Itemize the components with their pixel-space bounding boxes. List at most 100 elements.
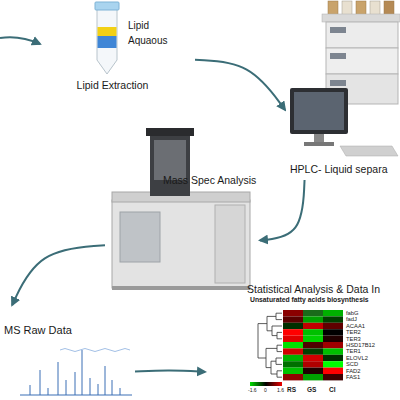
heatmap-cell <box>283 316 303 322</box>
heatmap-cell <box>283 336 303 342</box>
gene-label: TER1 <box>346 348 361 354</box>
heatmap-cell <box>283 355 303 361</box>
step-caption: MS Raw Data <box>4 324 72 337</box>
step-caption: Lipid Extraction <box>65 79 160 92</box>
heatmap-cell <box>303 374 323 380</box>
flow-arrow <box>135 371 205 372</box>
sample-label: GS <box>307 386 316 394</box>
heatmap-cell <box>283 342 303 348</box>
process-step: Mass Spec Analysis <box>105 130 260 290</box>
heatmap-cell <box>303 310 323 316</box>
flow-arrow <box>12 245 105 305</box>
heatmap-cell <box>283 323 303 329</box>
heatmap-cell <box>303 355 323 361</box>
spectrum-peaks <box>30 350 120 395</box>
module-display <box>330 53 346 59</box>
heatmap-cell <box>303 368 323 374</box>
module-display <box>330 27 346 33</box>
heatmap-cell <box>323 342 343 348</box>
gene-label: HSD17B12 <box>346 342 375 348</box>
heatmap-cell <box>323 323 343 329</box>
flow-arrow <box>260 180 305 240</box>
scale-value: 0 <box>264 387 267 393</box>
heatmap-cell <box>323 374 343 380</box>
heatmap-cell <box>323 316 343 322</box>
tube-cap <box>95 2 119 10</box>
lipid-layer <box>98 27 117 36</box>
heatmap-cell <box>283 374 303 380</box>
heatmap-cell <box>323 336 343 342</box>
aqueous-layer <box>98 36 117 48</box>
gene-label: ELOVL2 <box>346 355 368 361</box>
hplc-module <box>326 22 398 48</box>
solvent-bottle <box>342 1 352 15</box>
color-scale-bar <box>250 382 282 386</box>
incoming-arrow <box>0 37 40 44</box>
flow-arrow <box>195 60 285 110</box>
step-caption: HPLC- Liquid separa <box>290 163 387 176</box>
solvent-bottle <box>356 1 366 15</box>
heatmap-cell <box>303 329 323 335</box>
monitor-stand <box>314 134 324 142</box>
heatmap-cell <box>283 310 303 316</box>
solvent-bottle <box>328 1 338 15</box>
gene-label: SCD <box>346 361 358 367</box>
ms-window <box>120 212 160 262</box>
autosampler-tower <box>150 132 190 196</box>
gene-label: fabG <box>346 310 359 316</box>
sample-label: CI <box>329 386 336 394</box>
sample-label: RS <box>287 386 296 394</box>
gene-label: ACAA1 <box>346 323 365 329</box>
spectrum-axis <box>20 395 132 396</box>
heatmap-cell <box>323 361 343 367</box>
process-step: MS Raw Data <box>0 305 135 400</box>
layer-label: Lipid <box>128 20 149 32</box>
hplc-module <box>326 48 398 74</box>
dendrogram <box>258 313 282 377</box>
ms-body <box>112 200 250 288</box>
ms-base <box>112 286 250 290</box>
heatmap-cell <box>283 348 303 354</box>
module-display <box>330 80 346 86</box>
solvent-bottle <box>370 1 380 15</box>
heatmap-cell <box>303 323 323 329</box>
heatmap-cell <box>303 336 323 342</box>
monitor-bezel <box>290 88 348 134</box>
scale-value: 1.6 <box>277 387 284 393</box>
tube-body <box>97 9 117 74</box>
heatmap-cell <box>323 355 343 361</box>
keyboard <box>340 146 398 156</box>
autosampler-cap <box>146 128 194 136</box>
heatmap-cell <box>283 361 303 367</box>
gene-label: FAS1 <box>346 374 360 380</box>
monitor-screen <box>294 92 344 130</box>
heatmap-title: Unsaturated fatty acids biosynthesis <box>250 296 369 304</box>
process-step: Lipid Extraction <box>65 0 195 95</box>
layer-label: Aquaous <box>128 35 167 47</box>
heatmap-cell <box>303 348 323 354</box>
heatmap-cell <box>303 342 323 348</box>
solvent-bottle <box>384 1 394 15</box>
heatmap-cell <box>283 368 303 374</box>
gene-label: TER3 <box>346 336 361 342</box>
heatmap-cell <box>303 316 323 322</box>
step-caption: Statistical Analysis & Data In <box>247 283 380 296</box>
heatmap-cell <box>323 329 343 335</box>
process-step: HPLC- Liquid separa <box>285 0 400 180</box>
heatmap-cell <box>283 329 303 335</box>
monitor-base <box>304 142 334 146</box>
solvent-tray <box>322 14 400 22</box>
spectrum-trace <box>60 349 130 352</box>
heatmap-cell <box>323 368 343 374</box>
scale-value: -1.6 <box>248 387 257 393</box>
heatmap-cell <box>323 310 343 316</box>
ms-side-panel <box>215 205 245 283</box>
gene-label: TER2 <box>346 329 361 335</box>
gene-label: fadJ <box>346 316 357 322</box>
heatmap-cell <box>323 348 343 354</box>
heatmap-cell <box>303 361 323 367</box>
gene-label: FAD2 <box>346 368 361 374</box>
